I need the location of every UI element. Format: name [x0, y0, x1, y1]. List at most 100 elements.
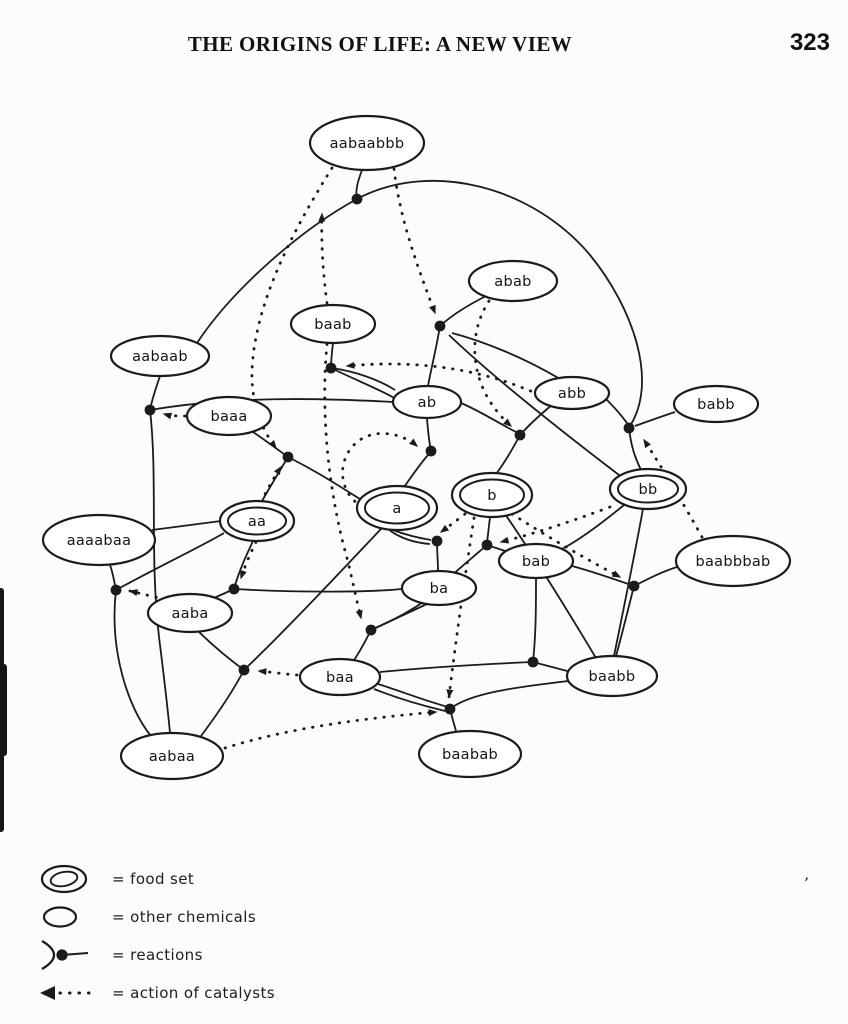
reaction-dot	[444, 703, 456, 715]
node-label: aabaa	[149, 749, 195, 765]
node-label: baab	[314, 317, 351, 333]
reaction-edge	[460, 402, 519, 434]
reaction-edge	[449, 680, 569, 710]
node-ellipse	[674, 534, 792, 588]
reaction-dot	[365, 624, 377, 636]
chemical-node-ba: ba	[400, 569, 478, 607]
reaction-edge	[151, 520, 222, 531]
page-number: 323	[789, 29, 830, 56]
reaction-edge	[351, 629, 372, 664]
chemical-node-babb: babb	[672, 384, 760, 424]
reaction-edge	[495, 434, 521, 475]
node-label: a	[392, 501, 401, 517]
food-set-node-aa: aa	[218, 499, 296, 543]
catalyst-edge	[318, 212, 329, 305]
reaction-edge	[387, 528, 431, 545]
node-ellipse	[400, 569, 478, 607]
reaction-dot	[481, 539, 493, 551]
reaction-edge	[330, 367, 396, 391]
node-ellipse	[355, 484, 439, 532]
node-ellipse	[289, 303, 377, 345]
scan-artifact	[0, 588, 4, 666]
node-label: bb	[638, 482, 657, 498]
node-ellipse	[109, 334, 211, 378]
chemical-node-baab: baab	[289, 303, 377, 345]
reaction-edge	[200, 669, 245, 737]
reaction-edge	[633, 566, 678, 587]
reaction-edge	[252, 431, 289, 458]
node-ellipse	[565, 654, 659, 698]
reaction-edge	[330, 367, 395, 399]
reaction-edge	[403, 454, 429, 488]
reaction-dot	[228, 583, 240, 595]
node-label: b	[487, 488, 497, 504]
chemical-node-baaa: baaa	[185, 395, 273, 437]
reaction-edge	[113, 589, 152, 737]
food-set-node-a: a	[355, 484, 439, 532]
food-set-inner-ring	[227, 506, 287, 536]
catalyst-edge	[239, 540, 258, 580]
reaction-dot	[282, 451, 294, 463]
food-set-symbol	[38, 862, 112, 896]
node-ellipse	[672, 384, 760, 424]
page-title: THE ORIGINS OF LIFE: A NEW VIEW	[187, 32, 573, 56]
reaction-edge	[373, 688, 446, 712]
scan-artifact	[0, 752, 4, 832]
reaction-edge	[427, 325, 441, 387]
reaction-edge	[196, 198, 358, 344]
catalyst-edge	[510, 512, 622, 579]
other-chemicals-symbol	[38, 904, 112, 930]
reaction-dot	[628, 580, 640, 592]
food-set-inner-ring	[364, 491, 430, 525]
reaction-edge	[571, 565, 635, 587]
reaction-edge	[377, 683, 449, 708]
reaction-dot	[351, 193, 363, 205]
node-ellipse	[497, 542, 575, 580]
catalyst-action-symbol	[38, 983, 112, 1003]
reaction-edge	[149, 409, 171, 734]
reaction-dot	[238, 664, 250, 676]
legend-row-food-set: = food set	[38, 860, 275, 898]
reaction-dot	[434, 320, 446, 332]
node-label: baabab	[442, 747, 498, 763]
legend-label: = food set	[112, 870, 195, 888]
node-ellipse	[185, 395, 273, 437]
node-label: baabbbab	[695, 554, 770, 570]
legend-row-catalysts: = action of catalysts	[38, 974, 275, 1012]
reaction-edge	[356, 179, 643, 427]
node-ellipse	[417, 729, 523, 779]
reaction-edge	[287, 456, 361, 500]
chemical-node-ab: ab	[391, 384, 463, 420]
reaction-dot	[431, 535, 443, 547]
node-label: ba	[430, 581, 449, 597]
catalyst-edge	[323, 342, 363, 620]
reaction-dot	[144, 404, 156, 416]
reaction-dot	[527, 656, 539, 668]
catalyst-edge	[473, 299, 513, 428]
chemical-node-aaba: aaba	[146, 592, 234, 634]
chemical-node-aabaabbb: aabaabbb	[308, 114, 426, 172]
legend-row-reactions: = reactions	[38, 936, 275, 974]
node-ellipse	[41, 513, 157, 567]
node-label: aabaab	[132, 349, 188, 365]
node-label: abab	[494, 274, 531, 290]
reaction-edge	[243, 528, 382, 671]
reaction-edge	[504, 513, 597, 659]
reaction-edge	[233, 540, 254, 590]
node-label: aabaabbb	[330, 136, 405, 152]
reaction-edge	[559, 504, 625, 551]
node-ellipse	[298, 657, 382, 697]
node-ellipse	[467, 259, 559, 303]
legend-row-other-chemicals: = other chemicals	[38, 898, 275, 936]
chemical-node-aabaab: aabaab	[109, 334, 211, 378]
reaction-edge	[532, 577, 537, 663]
node-ellipse	[119, 731, 225, 781]
reactions-symbol	[38, 938, 112, 972]
node-label: aaaabaa	[67, 533, 132, 549]
node-ellipse	[391, 384, 463, 420]
reaction-edge	[615, 585, 635, 657]
node-label: baaa	[210, 409, 247, 425]
reaction-edge	[634, 411, 676, 427]
chemical-node-abab: abab	[467, 259, 559, 303]
